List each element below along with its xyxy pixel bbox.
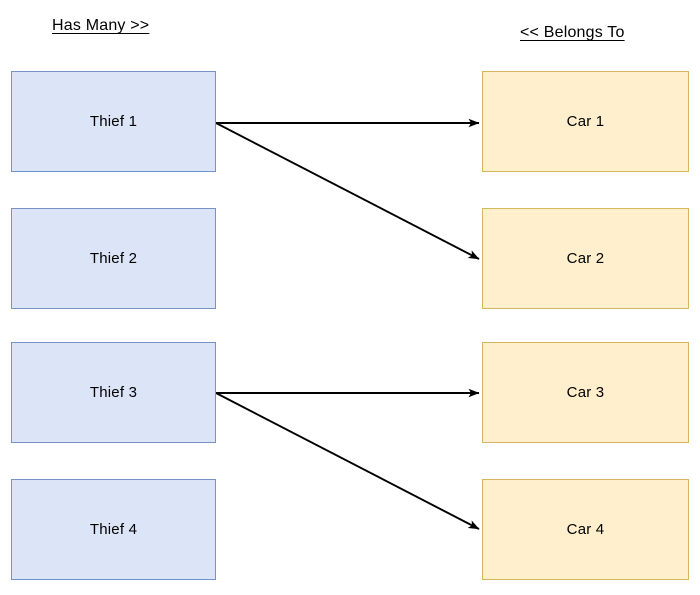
node-label: Thief 4	[89, 521, 138, 538]
node-car-1[interactable]: Car 1	[482, 71, 689, 172]
node-label: Car 3	[566, 384, 605, 401]
node-label: Car 4	[566, 521, 605, 538]
belongs-to-label: << Belongs To	[520, 24, 625, 41]
node-label: Thief 1	[89, 113, 138, 130]
edge-thief3-car4	[215, 392, 480, 530]
node-label: Thief 2	[89, 250, 138, 267]
node-label: Car 2	[566, 250, 605, 267]
node-thief-3[interactable]: Thief 3	[11, 342, 216, 443]
has-many-label: Has Many >>	[52, 17, 150, 34]
node-thief-4[interactable]: Thief 4	[11, 479, 216, 580]
node-thief-2[interactable]: Thief 2	[11, 208, 216, 309]
node-label: Thief 3	[89, 384, 138, 401]
node-car-3[interactable]: Car 3	[482, 342, 689, 443]
node-thief-1[interactable]: Thief 1	[11, 71, 216, 172]
node-car-2[interactable]: Car 2	[482, 208, 689, 309]
edge-thief1-car2	[215, 122, 480, 260]
node-label: Car 1	[566, 113, 605, 130]
node-car-4[interactable]: Car 4	[482, 479, 689, 580]
